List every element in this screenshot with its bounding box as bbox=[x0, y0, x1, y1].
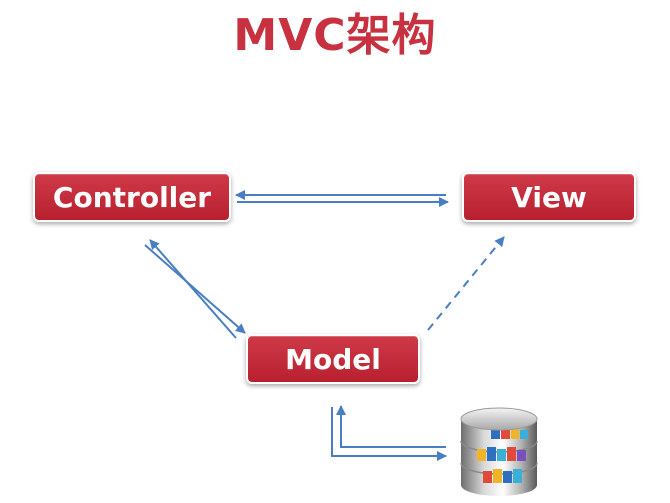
page-title: MVC架构 bbox=[233, 10, 437, 61]
database-icon bbox=[460, 407, 538, 496]
model-label: Model bbox=[285, 342, 381, 376]
model-node: Model bbox=[246, 334, 420, 384]
arrow-model-to-view-dashed bbox=[427, 236, 505, 331]
arrow-controller-to-model bbox=[144, 244, 246, 334]
view-node: View bbox=[462, 172, 636, 222]
view-label: View bbox=[511, 180, 587, 214]
arrow-model-to-controller bbox=[149, 239, 237, 339]
arrow-model-to-database bbox=[331, 407, 447, 461]
arrow-database-to-model bbox=[336, 405, 446, 448]
controller-node: Controller bbox=[33, 172, 231, 222]
controller-label: Controller bbox=[52, 180, 212, 214]
